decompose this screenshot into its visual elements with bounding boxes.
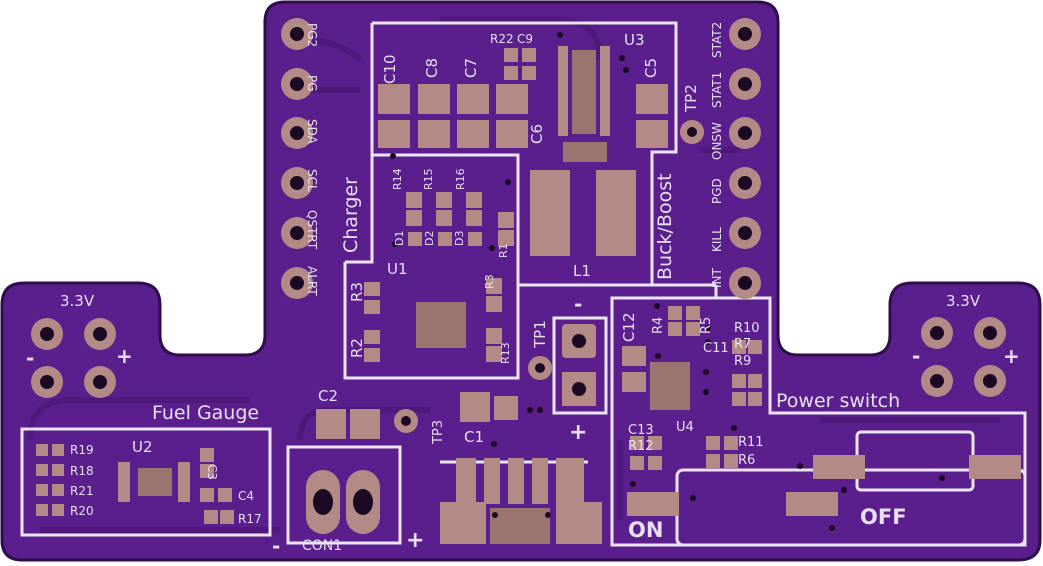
ref-r13: R13 [499, 342, 512, 364]
ref-r17: R17 [238, 512, 262, 526]
ref-r14: R14 [391, 168, 404, 190]
plus-mark-con1: + [406, 528, 425, 553]
ref-r21: R21 [70, 484, 94, 498]
tp-outline [552, 316, 608, 415]
voltage-label-left: 3.3V [60, 292, 95, 310]
ref-u3: U3 [624, 31, 645, 49]
pin-label: KILL [710, 227, 724, 252]
pin-label: QSTRT [305, 210, 319, 250]
minus-mark-battery: - [574, 292, 583, 316]
pin-label: STAT1 [710, 71, 724, 108]
section-fuel-gauge: Fuel Gauge [152, 402, 260, 424]
fuel-gauge-outline [20, 427, 272, 537]
ref-r9: R9 [734, 354, 752, 369]
ref-r6: R6 [738, 453, 756, 468]
ref-c10: C10 [381, 54, 399, 84]
ref-r2: R2 [348, 338, 366, 358]
test-points [394, 120, 704, 433]
minus-mark-con1: - [272, 534, 281, 558]
plus-mark-right: + [1003, 344, 1020, 368]
ref-r18: R18 [70, 464, 94, 478]
ref-r1: R1 [497, 243, 510, 258]
header-left-pads [281, 18, 313, 299]
minus-mark-right: - [912, 344, 921, 368]
ref-c4: C4 [238, 489, 255, 503]
ref-tp2: TP2 [682, 84, 700, 112]
ref-c6: C6 [528, 123, 546, 144]
pin-label: SCL [305, 169, 319, 192]
pin-label: ONSW [710, 122, 724, 160]
ref-tp3: TP3 [431, 419, 446, 444]
charger-outline [372, 153, 716, 287]
smd-pads [36, 46, 1021, 544]
ref-r12: R12 [628, 439, 654, 454]
power-pads [31, 317, 1006, 398]
buck-boost-outline [372, 21, 678, 286]
ref-r15: R15 [422, 168, 435, 190]
ref-r7: R7 [734, 337, 752, 352]
section-charger: Charger [340, 177, 362, 253]
switch-off-label: OFF [860, 505, 907, 529]
ref-c12: C12 [620, 312, 638, 342]
vias [390, 32, 945, 531]
pin-label: INT [710, 268, 724, 288]
pin-label: PGD [710, 178, 724, 204]
ref-l1: L1 [573, 262, 591, 280]
ref-d3: D3 [453, 230, 466, 246]
con1-outline [286, 445, 402, 545]
ref-r5: R5 [699, 316, 714, 334]
ref-r20: R20 [70, 504, 94, 518]
ref-r10: R10 [734, 321, 760, 336]
ref-u2: U2 [132, 438, 153, 456]
ref-con1: CON1 [302, 538, 343, 554]
ref-r3-left: R3 [348, 282, 366, 302]
ref-c3: C3 [205, 464, 219, 481]
voltage-label-right: 3.3V [946, 292, 981, 310]
ref-r22: R22 [490, 32, 514, 46]
ref-u4: U4 [676, 420, 694, 435]
plus-mark-battery: + [569, 420, 588, 445]
pin-label: STAT2 [710, 21, 724, 58]
pin-label: ALRT [305, 266, 319, 296]
ref-c5: C5 [642, 57, 660, 78]
ref-c11: C11 [703, 341, 729, 356]
section-power-switch: Power switch [776, 390, 901, 412]
ref-c9: C9 [517, 32, 534, 46]
header-right-pads [729, 18, 761, 299]
power-switch-outline [610, 285, 1027, 547]
ref-r11: R11 [738, 435, 764, 450]
ref-u1: U1 [387, 260, 408, 278]
ref-c1: C1 [464, 428, 485, 446]
ref-c8: C8 [423, 57, 441, 78]
battery-pads [562, 324, 596, 406]
ref-c13: C13 [628, 423, 654, 438]
ref-c7: C7 [462, 57, 480, 78]
ref-r19: R19 [70, 443, 94, 457]
minus-mark-left: - [26, 346, 35, 370]
ref-tp1: TP1 [531, 320, 549, 348]
ref-c2: C2 [318, 387, 339, 405]
ref-d2: D2 [423, 230, 436, 246]
ref-d1: D1 [393, 230, 406, 246]
pin-label: SDA [305, 119, 319, 144]
plus-mark-left: + [116, 344, 133, 368]
pin-label: PG [305, 75, 319, 92]
con1-pads [306, 470, 380, 534]
ref-r3-right: R3 [483, 274, 496, 289]
ref-r16: R16 [454, 168, 467, 190]
section-buck-boost: Buck/Boost [654, 173, 676, 280]
switch-on-label: ON [628, 518, 664, 542]
ref-r4: R4 [651, 316, 666, 334]
pin-label: PG2 [305, 23, 319, 48]
